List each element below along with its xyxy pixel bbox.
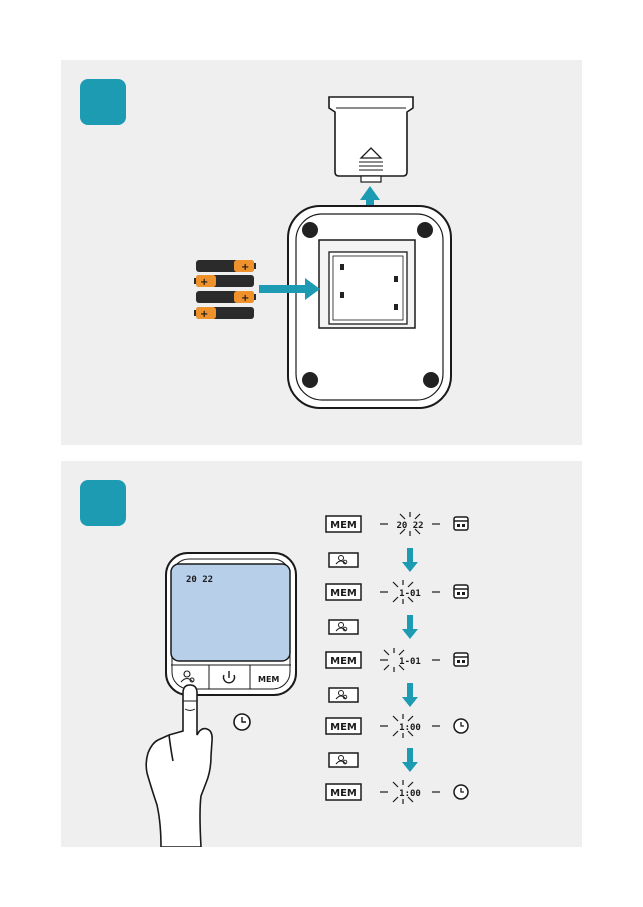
svg-text:+: +: [241, 293, 249, 304]
sequence-row: [329, 748, 418, 772]
device-front: 20 22 MEM: [166, 553, 296, 695]
user-key: [329, 688, 358, 702]
svg-text:+: +: [241, 262, 249, 273]
sequence-row: MEM 1:00: [326, 780, 468, 804]
battery: +: [196, 260, 256, 273]
display-value: 1:00: [399, 723, 421, 733]
user-key: [329, 553, 358, 567]
date-time-setting-illustration: 20 22 MEM: [61, 461, 582, 847]
sequence-row: MEM 20 22: [326, 512, 468, 536]
calendar-icon: [454, 585, 468, 598]
mem-key-label: MEM: [330, 788, 357, 799]
calendar-icon: [454, 653, 468, 666]
display-value: 1-01: [399, 657, 421, 667]
display-value: 1:00: [399, 789, 421, 799]
mem-key: MEM: [326, 516, 361, 532]
battery: +: [194, 275, 254, 288]
step-2-panel: 20 22 MEM: [61, 461, 582, 847]
sequence-row: [329, 683, 418, 707]
sequence-row: MEM 1-01: [326, 648, 468, 672]
clock-icon: [454, 785, 468, 799]
down-arrow: [402, 683, 418, 707]
battery: +: [194, 307, 254, 320]
calendar-icon: [454, 517, 468, 530]
sequence-row: MEM 1:00: [326, 714, 468, 738]
mem-key-label: MEM: [330, 722, 357, 733]
mem-key: MEM: [326, 784, 361, 800]
sequence-row: MEM 1-01: [326, 580, 468, 604]
sequence-row: [329, 615, 418, 639]
mem-key-label: MEM: [330, 520, 357, 531]
battery: +: [196, 291, 256, 304]
mem-key-label: MEM: [330, 656, 357, 667]
battery-cover: [329, 97, 413, 182]
device-back: [288, 206, 451, 408]
mem-key: MEM: [326, 584, 361, 600]
screen-year: 20 22: [186, 575, 213, 585]
mem-button[interactable]: MEM: [258, 675, 279, 684]
step-1-panel: + + + +: [61, 60, 582, 445]
pressing-hand: [146, 685, 212, 847]
mem-key-label: MEM: [330, 588, 357, 599]
svg-text:+: +: [200, 277, 208, 288]
down-arrow: [402, 548, 418, 572]
clock-icon: [234, 714, 250, 730]
display-value: 1-01: [399, 589, 421, 599]
down-arrow: [402, 748, 418, 772]
mem-key: MEM: [326, 652, 361, 668]
user-key: [329, 620, 358, 634]
battery-installation-illustration: + + + +: [61, 60, 582, 445]
batteries: + + + +: [194, 260, 256, 320]
clock-icon: [454, 719, 468, 733]
user-key: [329, 753, 358, 767]
down-arrow: [402, 615, 418, 639]
mem-key: MEM: [326, 718, 361, 734]
svg-text:+: +: [200, 309, 208, 320]
display-value: 20 22: [396, 521, 423, 531]
sequence-row: [329, 548, 418, 572]
